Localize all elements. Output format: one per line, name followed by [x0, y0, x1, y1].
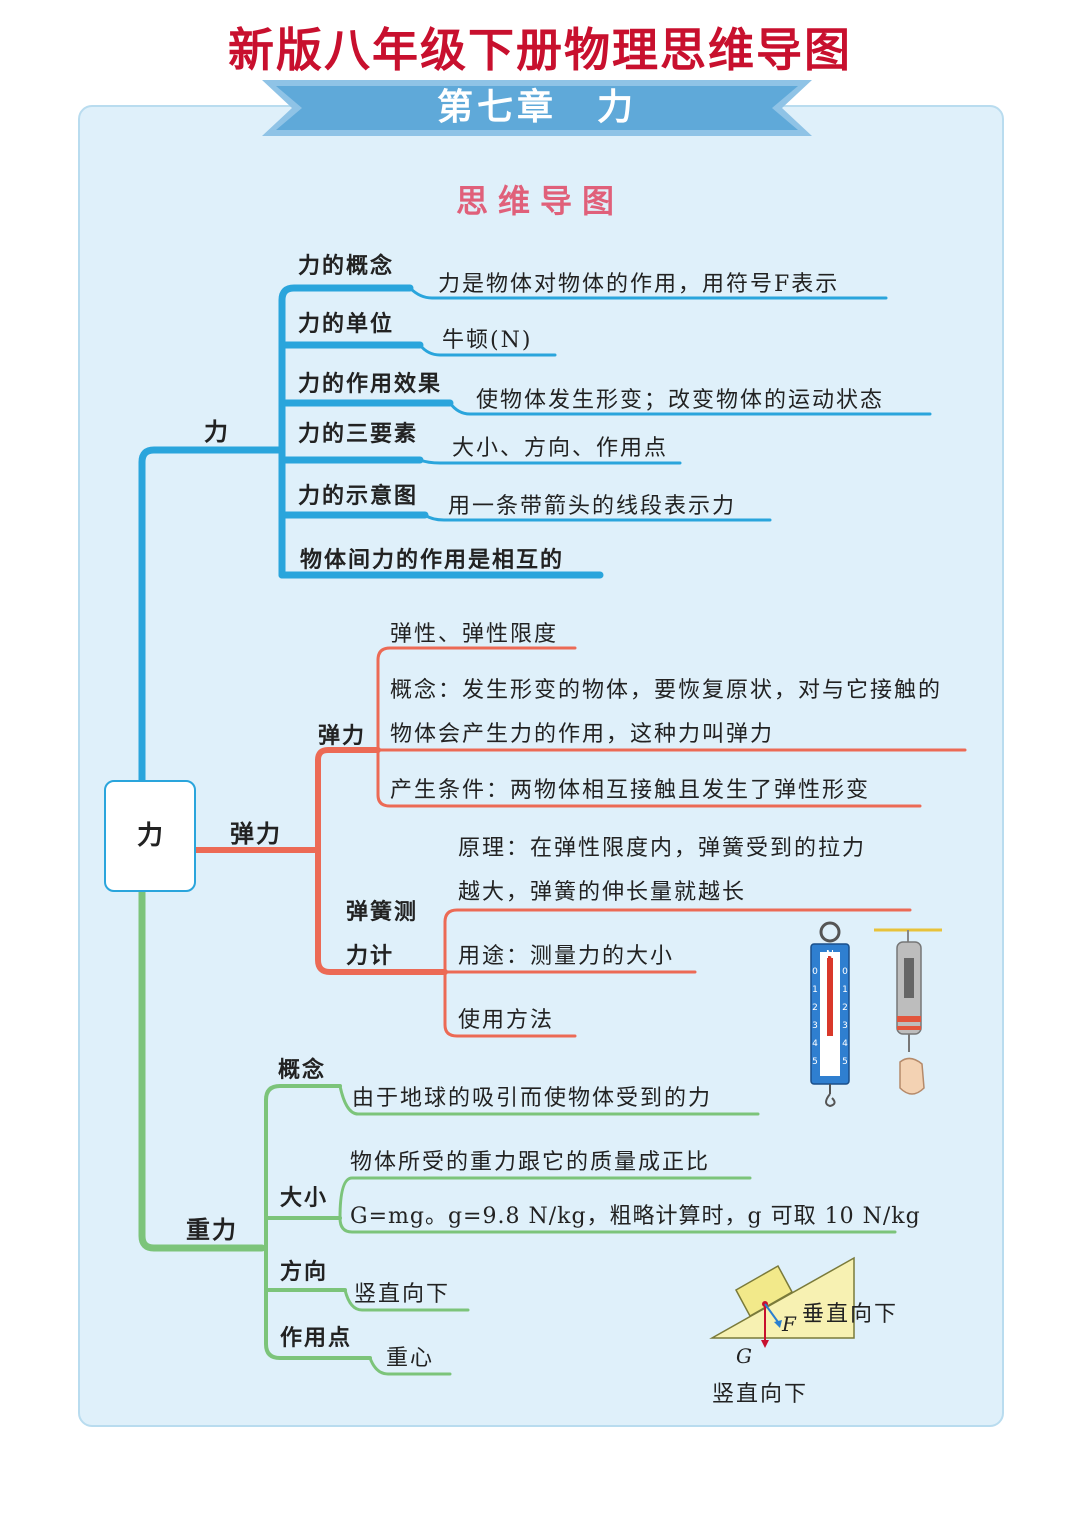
- page-title: 新版八年级下册物理思维导图: [228, 23, 852, 77]
- spring-item-2: 越大，弹簧的伸长量就越长: [458, 880, 747, 905]
- elastic-item-2: 概念：发生形变的物体，要恢复原状，对与它接触的: [390, 678, 943, 703]
- force-effect-label: 力的作用效果: [298, 372, 443, 397]
- spring-scale-label-1: 弹簧测: [346, 900, 419, 925]
- force-diagram-detail: 用一条带箭头的线段表示力: [448, 494, 737, 519]
- scale-tick-right-3: 3: [842, 1021, 848, 1031]
- scale-tick-left-1: 1: [812, 985, 818, 995]
- force-concept-detail: 力是物体对物体的作用，用符号F表示: [438, 272, 840, 297]
- gravity-point-detail: 重心: [386, 1346, 435, 1371]
- gravity-direction-detail: 竖直向下: [354, 1282, 451, 1307]
- mindmap-title: 思维导图: [455, 182, 624, 220]
- chapter-ribbon: [262, 80, 812, 136]
- gravity-concept-label: 概念: [278, 1058, 327, 1083]
- force-three-elements-detail: 大小、方向、作用点: [452, 436, 669, 461]
- connector-gravity: [138, 884, 266, 1252]
- spring-scale-unit: N: [826, 948, 834, 961]
- gravity-size-label: 大小: [280, 1186, 329, 1211]
- elastic-item-1: 弹性、弹性限度: [390, 622, 559, 647]
- incline-f-direction: 垂直向下: [802, 1302, 899, 1327]
- incline-g-label: G: [736, 1344, 754, 1368]
- incline-g-direction: 竖直向下: [712, 1382, 809, 1407]
- scale-tick-left-2: 2: [812, 1003, 818, 1013]
- gravity-direction-label: 方向: [280, 1260, 329, 1285]
- force-diagram-label: 力的示意图: [298, 484, 419, 509]
- scale-tick-right-2: 2: [842, 1003, 848, 1013]
- scale-tick-left-4: 4: [812, 1039, 818, 1049]
- content-panel: [78, 105, 1004, 1427]
- branch-force-label: 力: [204, 418, 230, 446]
- spring-scale-illustration: N 0 1 2 3 4 5 0 1 2 3 4 5: [810, 921, 942, 1108]
- scale-tick-right-5: 5: [842, 1057, 848, 1067]
- force-three-elements-label: 力的三要素: [298, 422, 419, 447]
- elastic-sub-label: 弹力: [318, 724, 367, 749]
- elastic-item-4: 产生条件：两物体相互接触且发生了弹性形变: [390, 778, 871, 803]
- scale-tick-left-5: 5: [812, 1057, 818, 1067]
- gravity-point-label: 作用点: [280, 1326, 353, 1351]
- scale-tick-right-0: 0: [842, 967, 848, 977]
- connector-force: [138, 284, 604, 784]
- force-unit-label: 力的单位: [298, 312, 395, 337]
- chapter-heading: 第七章 力: [436, 87, 637, 128]
- force-unit-detail: 牛顿(N): [442, 328, 533, 353]
- scale-tick-right-4: 4: [842, 1039, 848, 1049]
- spring-item-1: 原理：在弹性限度内，弹簧受到的拉力: [458, 836, 867, 861]
- incline-figure: [709, 1256, 855, 1348]
- branch-gravity-label: 重力: [186, 1216, 238, 1244]
- spring-scale-label-2: 力计: [346, 944, 395, 969]
- gravity-size-detail-2: G=mg。g=9.8 N/kg，粗略计算时，g 可取 10 N/kg: [350, 1204, 921, 1229]
- spring-item-4: 使用方法: [458, 1008, 555, 1033]
- branch-elastic-label: 弹力: [230, 820, 282, 848]
- scale-tick-right-1: 1: [842, 985, 848, 995]
- spring-item-3: 用途：测量力的大小: [458, 944, 675, 969]
- elastic-item-3: 物体会产生力的作用，这种力叫弹力: [390, 722, 775, 747]
- force-effect-detail: 使物体发生形变；改变物体的运动状态: [476, 388, 885, 413]
- connector-elastic: [191, 747, 448, 975]
- scale-tick-left-3: 3: [812, 1021, 818, 1031]
- force-mutual-label: 物体间力的作用是相互的: [300, 548, 565, 573]
- incline-f-label: F: [782, 1312, 798, 1336]
- gravity-concept-detail: 由于地球的吸引而使物体受到的力: [352, 1086, 713, 1111]
- root-node: 力: [104, 780, 196, 892]
- force-concept-label: 力的概念: [298, 254, 395, 279]
- scale-tick-left-0: 0: [812, 967, 818, 977]
- gravity-size-detail-1: 物体所受的重力跟它的质量成正比: [350, 1150, 711, 1175]
